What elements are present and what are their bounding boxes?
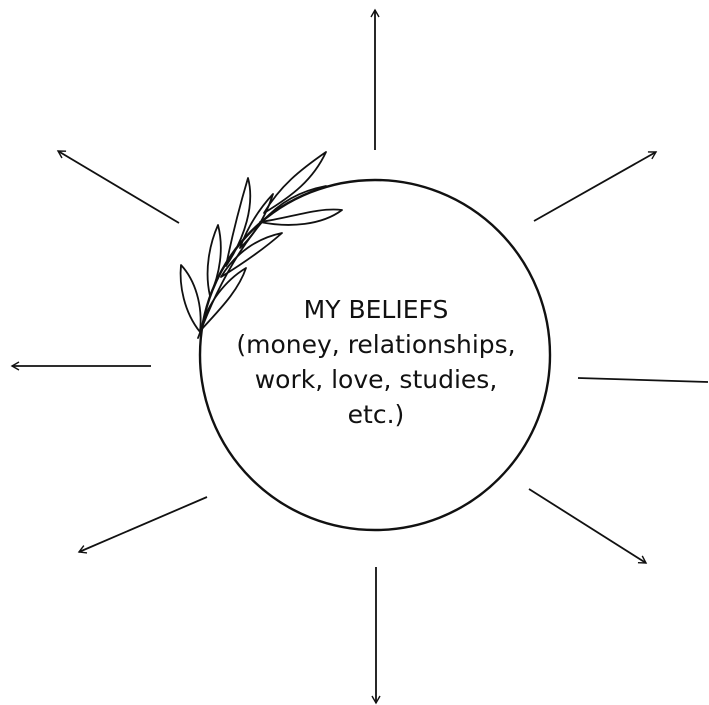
center-label: MY BELIEFS (money, relationships, work, … — [200, 292, 552, 432]
arrow-up-right — [533, 151, 658, 222]
arrow-up-left — [56, 150, 180, 224]
arrow-down-left — [77, 496, 208, 554]
beliefs-circle — [198, 178, 552, 532]
center-line-2: (money, relationships, — [236, 330, 516, 359]
center-line-4: etc.) — [347, 400, 405, 429]
olive-branch-icon — [179, 151, 343, 339]
center-title: MY BELIEFS — [303, 295, 449, 324]
arrow-right — [577, 377, 709, 383]
arrow-down-right — [528, 488, 648, 564]
arrows-group — [10, 8, 709, 705]
center-line-3: work, love, studies, — [254, 365, 498, 394]
